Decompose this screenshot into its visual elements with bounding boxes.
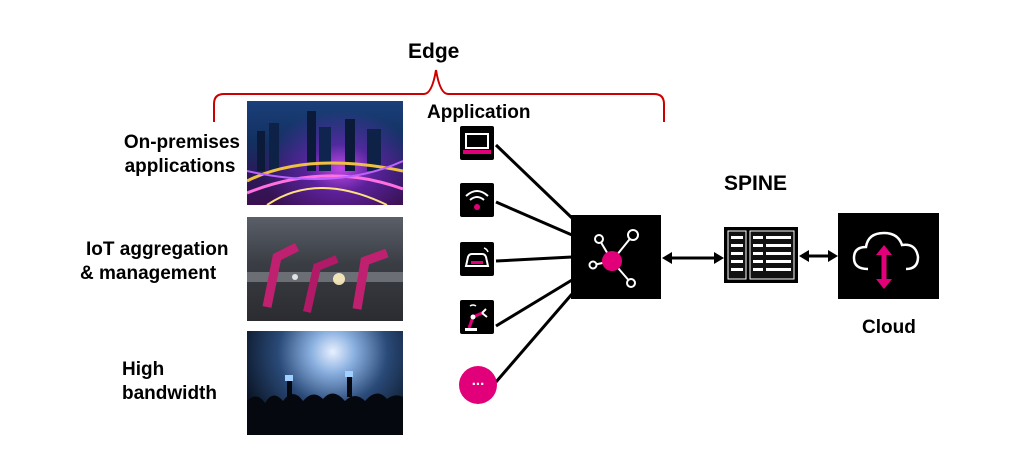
car-icon xyxy=(460,242,494,276)
laptop-link xyxy=(494,143,574,220)
cloud-title: Cloud xyxy=(862,317,916,338)
more-icon: ... xyxy=(459,366,497,404)
edge-bracket xyxy=(213,69,665,122)
wifi-icon xyxy=(460,183,494,217)
robot-factory-photo xyxy=(247,217,403,321)
application-title: Application xyxy=(427,102,531,123)
spine-title: SPINE xyxy=(724,172,788,195)
wifi-link xyxy=(495,200,573,237)
edge-hub-box xyxy=(571,215,661,299)
car-link xyxy=(495,255,573,263)
city-highway-photo xyxy=(247,101,403,205)
use-case-label-iot: IoT aggregation & management xyxy=(80,239,229,284)
use-case-label-onprem: On-premises applications xyxy=(123,132,240,177)
robot-arm-icon xyxy=(460,300,494,334)
spine-server-icon xyxy=(724,227,798,283)
robot-link xyxy=(495,278,573,328)
more-link xyxy=(494,293,574,383)
concert-crowd-photo xyxy=(247,331,403,435)
network-node-icon xyxy=(588,229,639,288)
cloud-sync-icon xyxy=(852,231,920,289)
laptop-icon xyxy=(460,126,494,160)
use-case-label-bandwidth: High bandwidth xyxy=(122,359,217,404)
cloud-box xyxy=(838,213,939,299)
edge-title: Edge xyxy=(408,40,460,63)
